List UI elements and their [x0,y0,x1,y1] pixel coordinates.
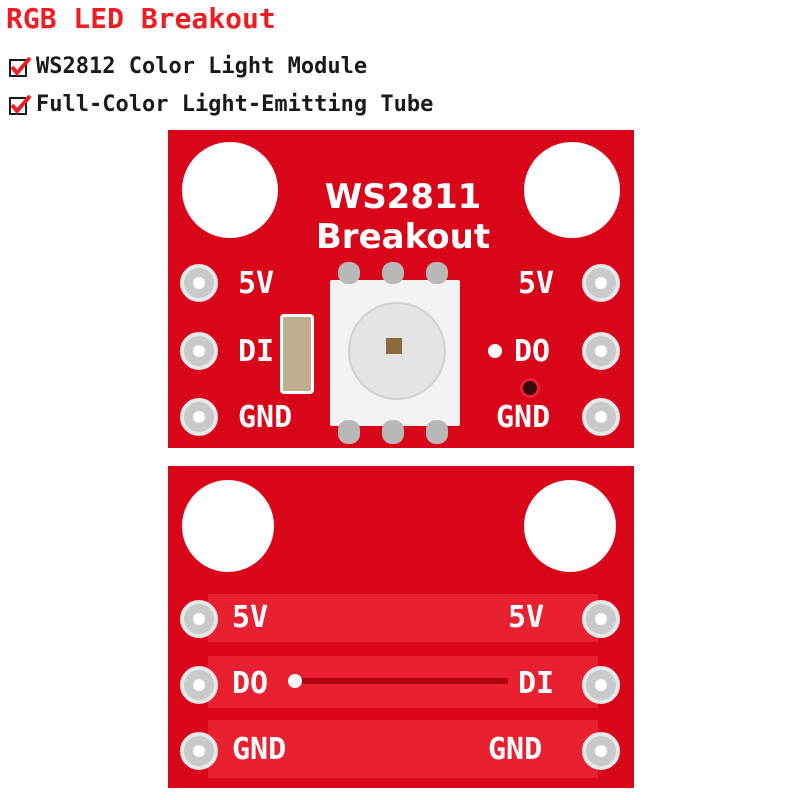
led-lead [426,262,448,284]
solder-pad [180,732,218,770]
pin-label-do: DO [232,666,269,701]
mounting-hole [524,480,616,572]
pin-label-gnd: GND [496,400,551,435]
solder-pad [582,732,620,770]
pin-label-gnd: GND [488,732,543,767]
solder-pad [180,600,218,638]
feature-label: WS2812 Color Light Module [36,54,368,79]
silkscreen-chip-name: WS2811 [324,177,482,217]
pin-label-5v: 5V [232,600,269,635]
solder-pad [180,398,218,436]
feature-label: Full-Color Light-Emitting Tube [36,92,434,117]
rgb-led-chip [330,280,460,426]
via [288,674,302,688]
led-lead [338,420,360,444]
solder-pad [582,332,620,370]
checkmark-icon [9,94,32,115]
led-lead [426,420,448,444]
page-title: RGB LED Breakout [6,2,276,35]
mounting-hole [524,142,620,238]
led-die [386,338,402,354]
pin-label-gnd: GND [232,732,287,767]
solder-pad [582,264,620,302]
copper-trace [208,594,598,642]
copper-trace [208,720,598,778]
mounting-hole [182,142,278,238]
led-lead [382,420,404,444]
pin-label-5v: 5V [508,600,545,635]
solder-pad [180,666,218,704]
solder-pad [582,600,620,638]
bottom-breakout-board: 5V DO GND 5V DI GND [168,466,634,788]
checkmark-icon [9,56,32,77]
silkscreen-breakout: Breakout [315,217,491,257]
solder-pad [582,666,620,704]
via [520,378,540,398]
pin-label-5v: 5V [518,266,555,301]
led-lead [382,262,404,284]
solder-pad [180,332,218,370]
feature-item: WS2812 Color Light Module [8,54,367,79]
pin-label-5v: 5V [238,266,275,301]
signal-trace [298,678,508,684]
solder-pad [582,398,620,436]
pin-label-do: DO [514,334,551,369]
resistor-component [280,314,314,394]
mounting-hole [182,480,274,572]
top-breakout-board: WS2811 Breakout 5V DI GND 5V DO GND [168,130,634,448]
led-lead [338,262,360,284]
feature-item: Full-Color Light-Emitting Tube [8,92,433,117]
solder-pad [180,264,218,302]
pin-label-gnd: GND [238,400,293,435]
pin-label-di: DI [518,666,555,701]
via [488,344,502,358]
pin-label-di: DI [238,334,275,369]
